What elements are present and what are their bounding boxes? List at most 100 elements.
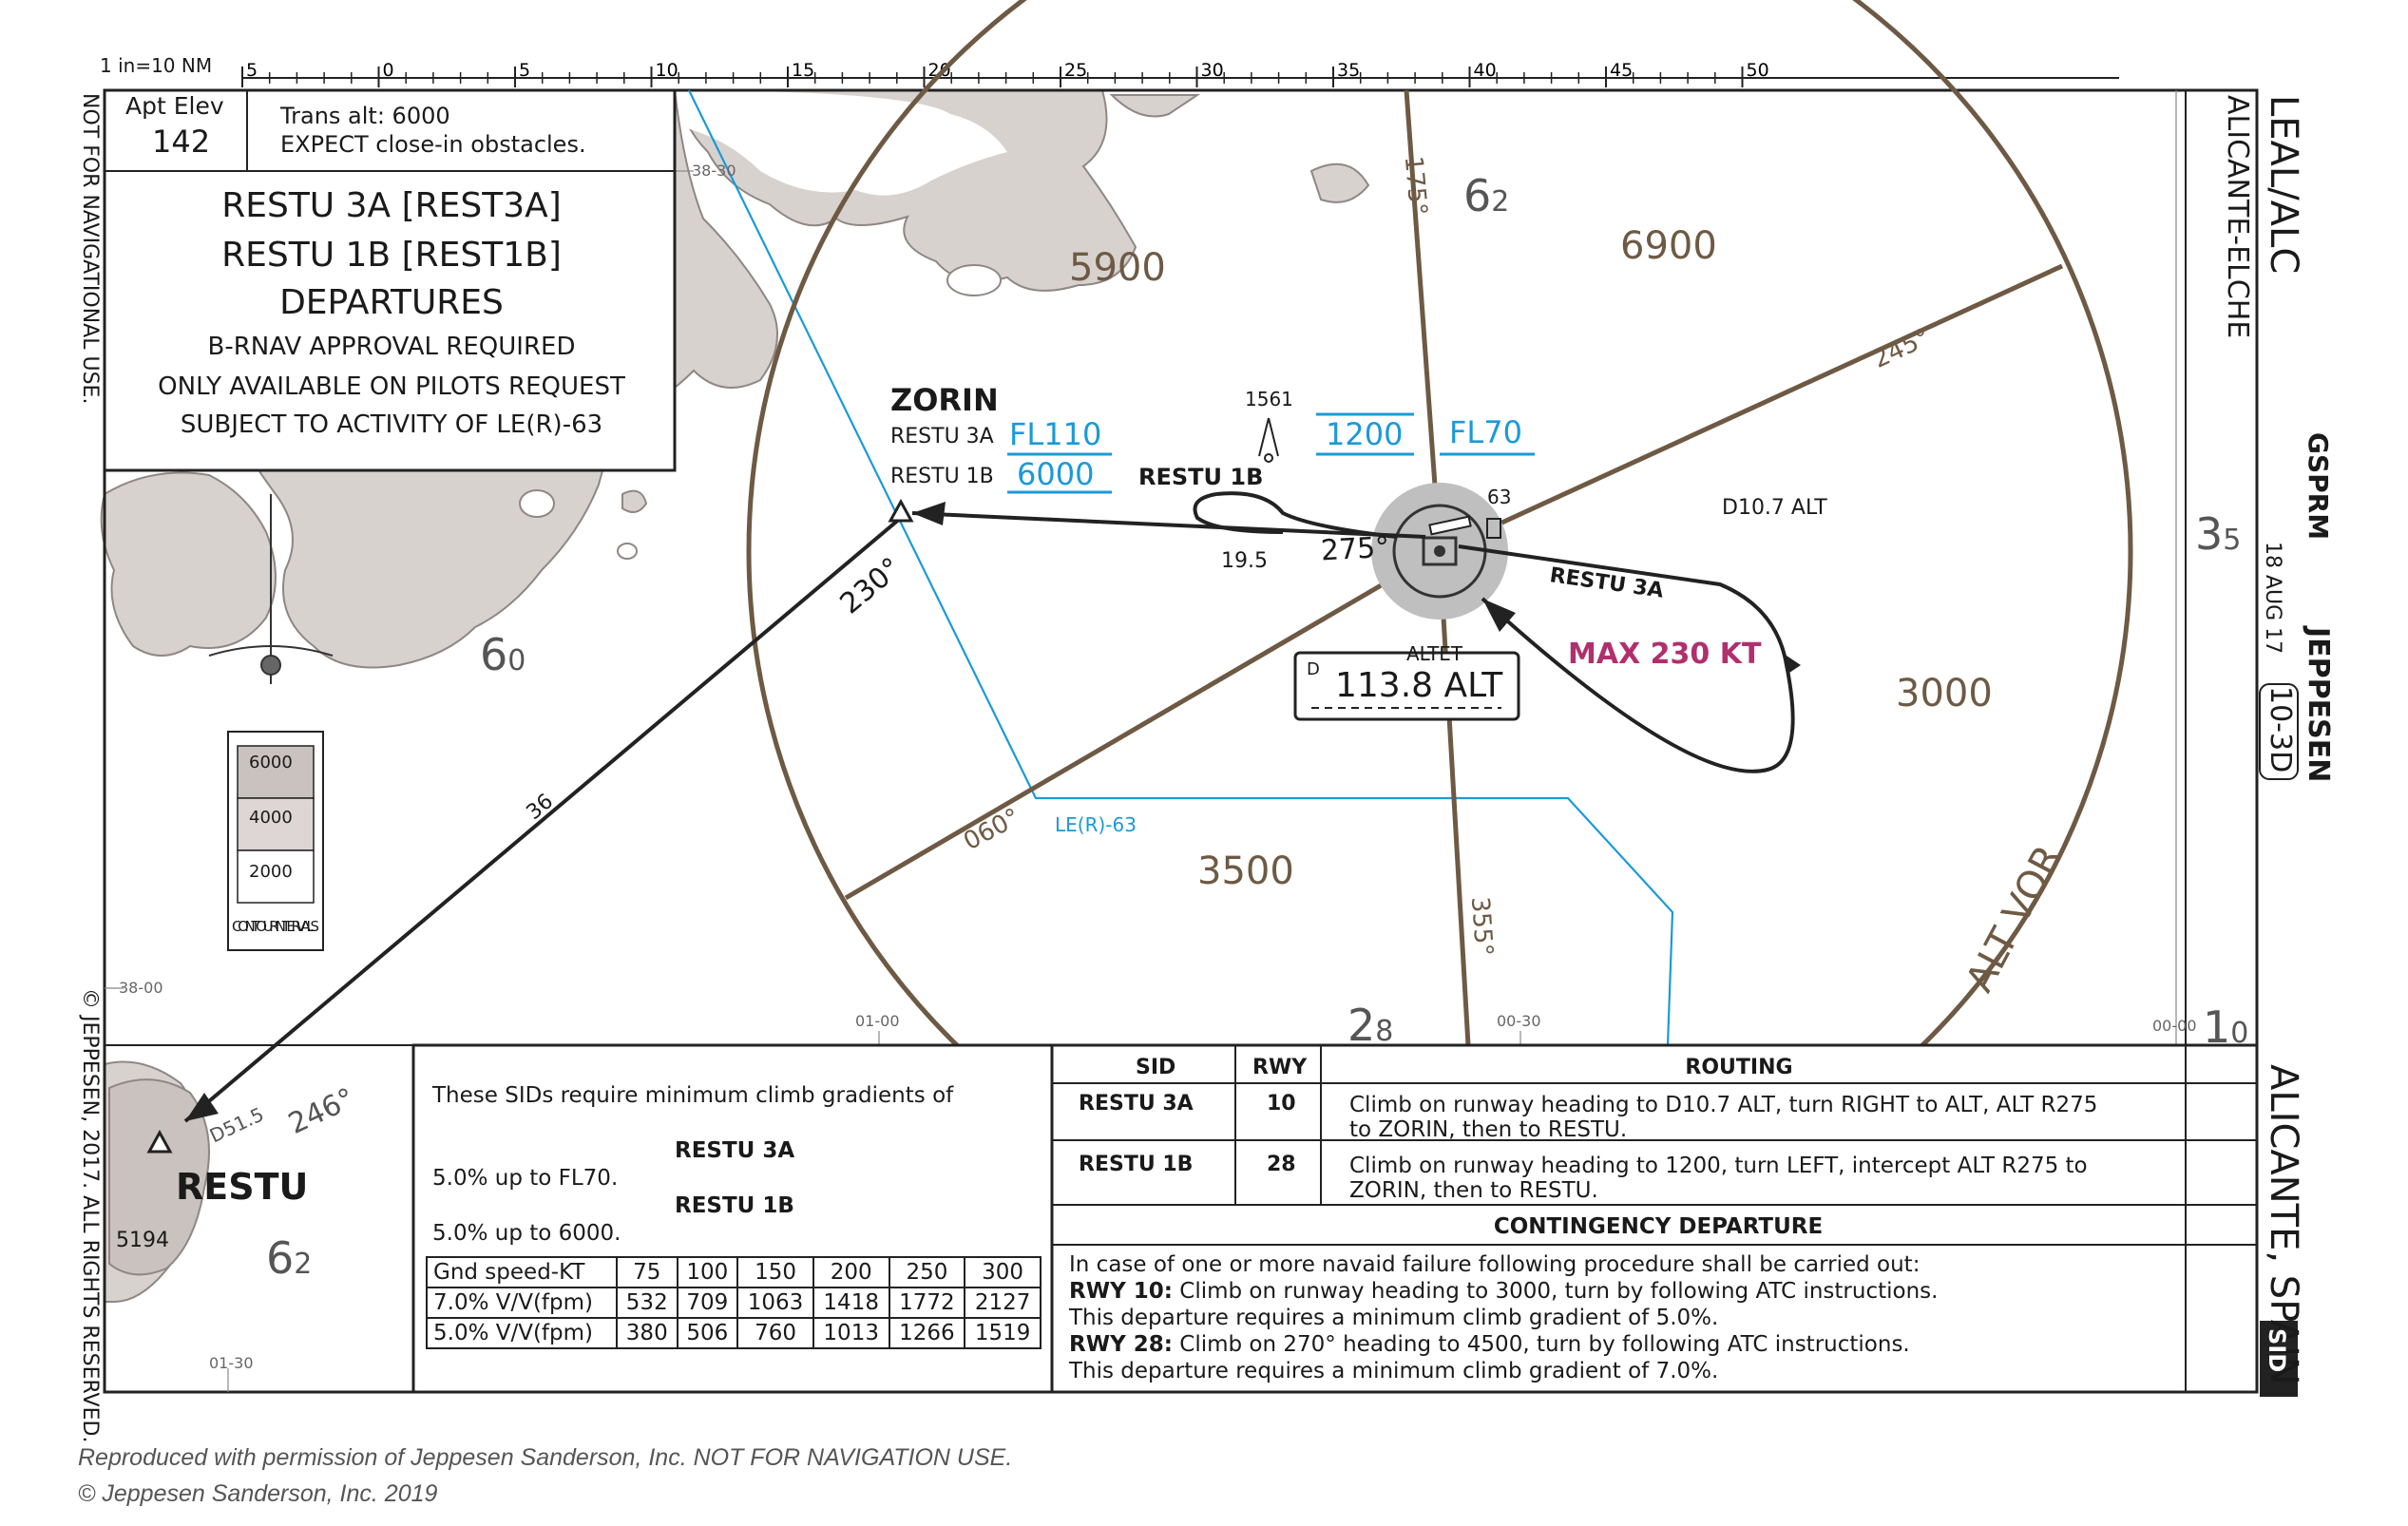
gradient-table-row: 5.0% V/V(fpm) 380 506 760 1013 1266 1519	[426, 1317, 1042, 1349]
city-name: ALICANTE, SPAIN	[2262, 1064, 2305, 1385]
gradient-cell: 300	[964, 1256, 1042, 1288]
gradient-sid1-name: RESTU 3A	[675, 1138, 794, 1163]
restricted-label: LE(R)-63	[1055, 813, 1137, 836]
procedure-tracks	[183, 491, 1795, 1123]
vor-box	[1293, 651, 1520, 721]
gradient-cell: 150	[736, 1256, 814, 1288]
contingency-line-1: In case of one or more navaid failure fo…	[1069, 1252, 1920, 1277]
sid-badge	[2260, 1321, 2298, 1397]
vor-freq: 113.8 ALT	[1335, 666, 1503, 705]
alt-1200: 1200	[1326, 416, 1403, 452]
restu-elev: 5194	[116, 1229, 169, 1252]
routing-header-rwy: RWY	[1252, 1056, 1308, 1079]
restu-terrain	[108, 1078, 210, 1276]
gradient-sid1-req: 5.0% up to FL70.	[432, 1166, 618, 1191]
contingency-line-4: RWY 28: Climb on 270° heading to 4500, t…	[1069, 1332, 1910, 1357]
gradient-table: Gnd speed-KT 75 100 150 200 250 300 7.0%…	[426, 1256, 1042, 1349]
gradient-cell: 1013	[812, 1317, 890, 1349]
lat-38-00: 38-00	[119, 979, 163, 997]
lon-01-00: 01-00	[855, 1012, 900, 1030]
chart-no-box	[2259, 683, 2299, 780]
contour-2000: 2000	[249, 862, 293, 882]
mora-2: 60	[480, 629, 526, 680]
north-compass	[208, 494, 334, 684]
gradient-cell: 1063	[736, 1287, 814, 1319]
nav-warning: NOT FOR NAVIGATIONAL USE.	[78, 93, 102, 404]
scale-label: 1 in=10 NM	[100, 54, 212, 77]
routing-box	[1050, 1043, 2259, 1394]
obstacle-63	[1486, 518, 1501, 539]
zorin-r3a-alt: FL110	[1009, 416, 1101, 452]
gradient-sid2-name: RESTU 1B	[675, 1193, 794, 1218]
title-line-5: ONLY AVAILABLE ON PILOTS REQUEST	[158, 372, 625, 401]
mora-5: 10	[2203, 1001, 2248, 1053]
contour-legend	[227, 731, 324, 951]
gradient-cell: 2127	[964, 1287, 1042, 1319]
gradient-cell: 760	[736, 1317, 814, 1349]
gradient-cell: 200	[812, 1256, 890, 1288]
contingency-line-5: This departure requires a minimum climb …	[1068, 1359, 1718, 1383]
airport-name: ALICANTE-ELCHE	[2221, 95, 2254, 338]
gradient-table-row: 7.0% V/V(fpm) 532 709 1063 1418 1772 212…	[426, 1287, 1042, 1319]
obstacle-1561	[1258, 417, 1279, 463]
gradient-sid2-req: 5.0% up to 6000.	[432, 1221, 621, 1246]
radial-245: 245°	[1868, 323, 1934, 374]
contingency-line-2: RWY 10: Climb on runway heading to 3000,…	[1069, 1279, 1938, 1304]
scale-tick-label: 15	[792, 60, 814, 81]
chart-date: 18 AUG 17	[2261, 542, 2284, 654]
arrow-vor-inbound	[1482, 599, 1516, 632]
gradient-cell: 100	[676, 1256, 739, 1288]
lon-00-30: 00-30	[1497, 1012, 1541, 1030]
gradient-cell: 1519	[964, 1317, 1042, 1349]
gradient-table-header: Gnd speed-KT 75 100 150 200 250 300	[426, 1256, 1042, 1288]
d10-7-alt: D10.7 ALT	[1722, 496, 1827, 520]
lon-01-30: 01-30	[209, 1354, 254, 1372]
restu-1b-label: RESTU 1B	[1138, 464, 1263, 490]
left-copyright: © JEPPESEN, 2017. ALL RIGHTS RESERVED.	[78, 988, 102, 1442]
info-box-frame	[103, 88, 677, 472]
zorin-waypoint	[888, 498, 914, 523]
routing-header-sid: SID	[1136, 1056, 1175, 1079]
routing-row1-sid: RESTU 3A	[1079, 1092, 1194, 1116]
apt-elev-value: 142	[152, 124, 210, 160]
scale-tick-label: 10	[656, 60, 678, 81]
sector-alt-5900: 5900	[1069, 246, 1166, 290]
routing-row2-rwy: 28	[1267, 1153, 1296, 1176]
scale-tick-label: 30	[1201, 60, 1224, 81]
gradient-cell: 380	[615, 1317, 678, 1349]
gradient-cell: 75	[615, 1256, 678, 1288]
arrow-speed	[1787, 656, 1801, 675]
apt-elev-label: Apt Elev	[125, 92, 224, 120]
alt-fl70: FL70	[1449, 414, 1522, 450]
max-speed: MAX 230 KT	[1568, 638, 1762, 671]
footer-permission: Reproduced with permission of Jeppesen S…	[78, 1444, 1013, 1471]
distance-36: 36	[523, 790, 559, 825]
contingency-title: CONTINGENCY DEPARTURE	[1494, 1214, 1823, 1239]
restu-name: RESTU	[176, 1166, 308, 1208]
scale-tick-label: 40	[1474, 60, 1497, 81]
routing-row2-sid: RESTU 1B	[1079, 1153, 1193, 1176]
scale-tick-label: 50	[1747, 60, 1769, 81]
lon-00-00: 00-00	[2152, 1017, 2197, 1035]
gradient-cell: 532	[615, 1287, 678, 1319]
alt-vor-arc-label: ALT VOR	[1958, 838, 2071, 999]
scale-tick-label: 5	[519, 60, 530, 81]
gsprm-label: GSPRM	[2303, 432, 2334, 540]
lat-38-30: 38-30	[692, 162, 736, 180]
contour-label: CONTOUR INTERVALS	[232, 918, 319, 935]
contour-6000: 6000	[249, 753, 293, 773]
radial-355: 355°	[1465, 896, 1498, 958]
chart-number: 10-3D	[2264, 686, 2297, 773]
restricted-area-boundary	[688, 89, 1674, 1046]
msa-sector-lines	[844, 89, 2064, 1046]
sector-alt-3000: 3000	[1896, 672, 1993, 715]
title-line-2: RESTU 1B [REST1B]	[221, 236, 562, 275]
contour-4000: 4000	[249, 808, 293, 828]
vor-label: ALTET	[1406, 642, 1463, 665]
runway-symbol	[1428, 515, 1472, 536]
scale-tick-label: 5	[246, 60, 258, 81]
trans-alt: Trans alt: 6000	[279, 103, 450, 129]
routing-row1-line1: Climb on runway heading to D10.7 ALT, tu…	[1349, 1093, 2097, 1117]
restu-waypoint	[146, 1129, 173, 1154]
